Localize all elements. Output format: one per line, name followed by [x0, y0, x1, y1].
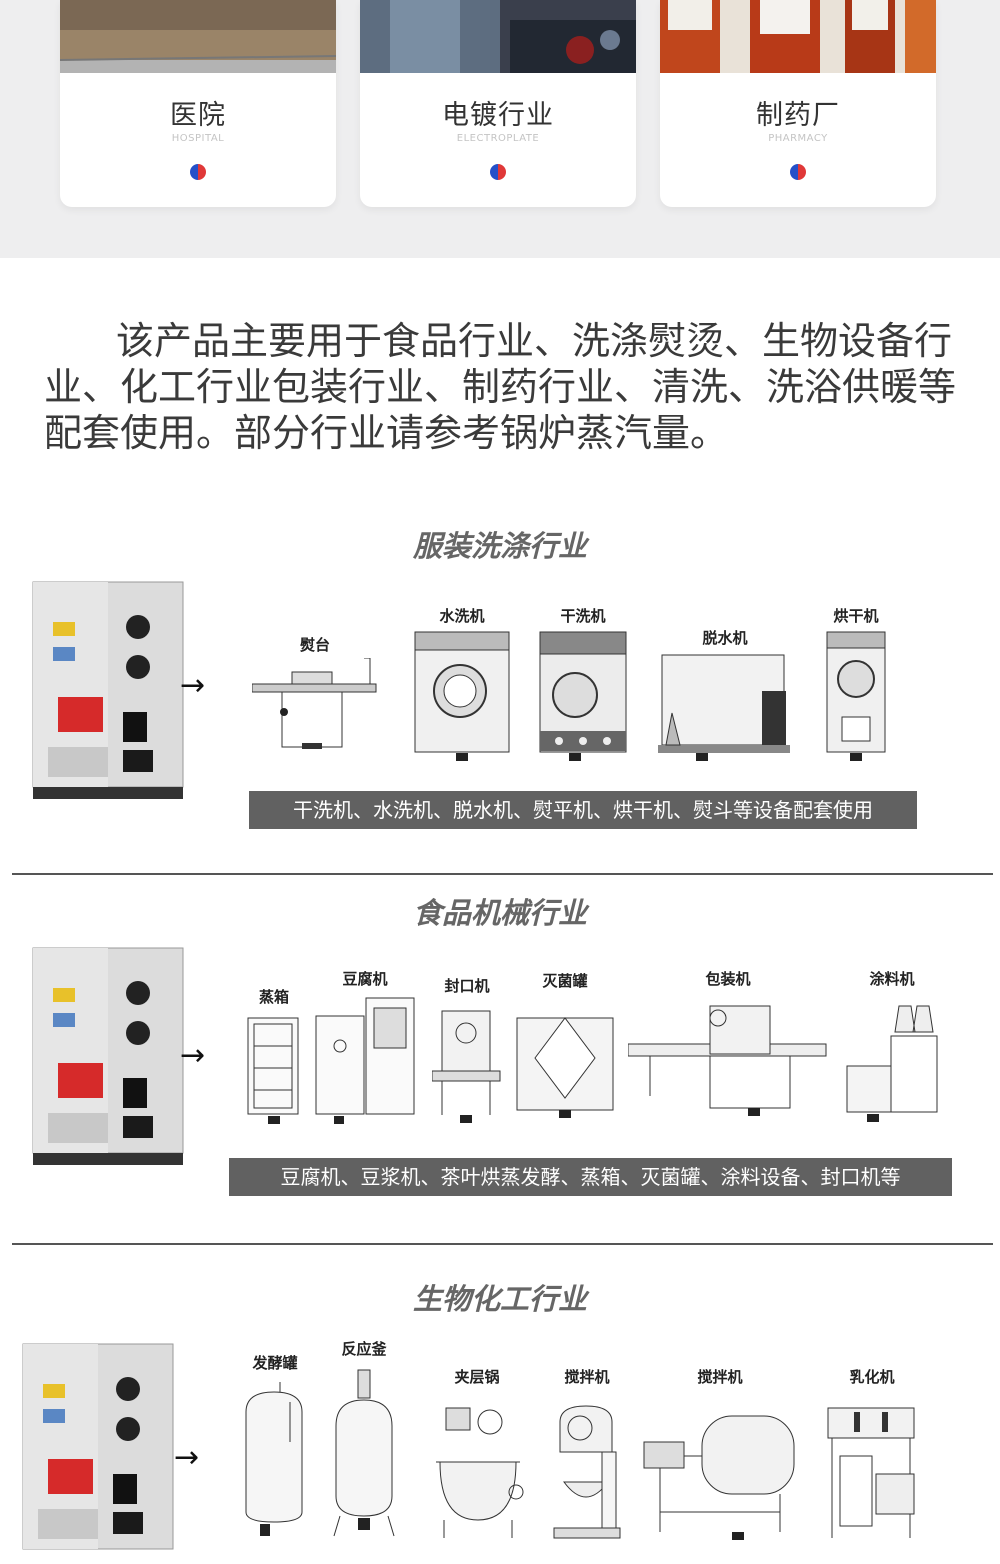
card-hospital[interactable]: 医院 HOSPITAL — [60, 0, 336, 207]
machine-horizontal-mixer: 搅拌机 — [640, 1366, 800, 1542]
machine-emulsifier: 乳化机 — [826, 1366, 918, 1542]
section-title-biochem: 生物化工行业 — [412, 1282, 587, 1316]
arrow-right-icon: → — [180, 668, 206, 703]
machine-label: 封口机 — [444, 977, 490, 995]
section-title-laundry: 服装洗涤行业 — [412, 529, 587, 563]
bicolor-dot-icon — [790, 164, 806, 180]
steam-boiler-image — [32, 947, 184, 1165]
coater-icon — [846, 1005, 938, 1122]
usage-banner: 豆腐机、豆浆机、茶叶烘蒸发酵、蒸箱、灭菌罐、涂料设备、封口机等 — [229, 1158, 952, 1196]
machine-label: 蒸箱 — [258, 988, 289, 1006]
machine-dry-cleaner: 干洗机 — [539, 605, 627, 763]
machine-extractor: 脱水机 — [658, 627, 792, 763]
card-subtitle: HOSPITAL — [171, 133, 225, 144]
horizontal-mixer-icon — [643, 1415, 795, 1540]
card-title: 电镀行业 — [442, 100, 554, 131]
card-subtitle: PHARMACY — [768, 133, 828, 144]
machine-tofu: 豆腐机 — [314, 968, 416, 1126]
machine-label: 包装机 — [705, 970, 751, 988]
arrow-right-icon: → — [180, 1038, 206, 1073]
machine-label: 涂料机 — [869, 970, 915, 988]
section-divider — [12, 1243, 993, 1245]
machine-label: 豆腐机 — [342, 970, 388, 988]
dry-cleaner-icon — [539, 631, 627, 761]
packer-icon — [628, 1005, 827, 1116]
machine-jacketed-kettle: 夹层锅 — [430, 1366, 524, 1542]
machine-coater: 涂料机 — [845, 968, 939, 1126]
dryer-icon — [826, 631, 886, 761]
machine-fermenter: 发酵罐 — [240, 1352, 310, 1542]
machine-label: 发酵罐 — [252, 1354, 298, 1372]
intro-paragraph: 该产品主要用于食品行业、洗涤熨烫、生物设备行业、化工行业包装行业、制药行业、清洗… — [44, 319, 957, 455]
machine-dryer: 烘干机 — [826, 605, 886, 763]
emulsifier-icon — [827, 1407, 915, 1538]
machine-label: 脱水机 — [702, 629, 748, 647]
machine-label: 反应釜 — [341, 1340, 387, 1358]
machine-reactor: 反应釜 — [330, 1338, 398, 1542]
machine-packer: 包装机 — [628, 968, 828, 1126]
washer-icon — [414, 631, 510, 761]
fermenter-icon — [245, 1382, 303, 1536]
mixer-icon — [553, 1405, 621, 1539]
card-title: 医院 — [170, 100, 226, 131]
machine-sealer: 封口机 — [432, 975, 502, 1126]
steamer-icon — [247, 1017, 299, 1124]
card-title: 制药厂 — [756, 100, 840, 131]
sterilizer-icon — [516, 1017, 614, 1118]
reactor-icon — [333, 1369, 395, 1537]
extractor-icon — [658, 654, 790, 761]
arrow-right-icon: → — [174, 1440, 200, 1475]
bicolor-dot-icon — [490, 164, 506, 180]
card-pharmacy[interactable]: 制药厂 PHARMACY — [660, 0, 936, 207]
steam-boiler-image — [22, 1343, 174, 1550]
usage-banner: 干洗机、水洗机、脱水机、熨平机、烘干机、熨斗等设备配套使用 — [249, 791, 917, 829]
machine-washer: 水洗机 — [414, 605, 510, 763]
machine-label: 烘干机 — [833, 607, 879, 625]
kettle-icon — [436, 1407, 524, 1538]
machine-label: 干洗机 — [560, 607, 606, 625]
hospital-photo — [60, 0, 336, 73]
industry-cards-panel: 医院 HOSPITAL 电镀行业 ELECTROPLATE 制药厂 PHARMA — [0, 0, 1000, 258]
bicolor-dot-icon — [190, 164, 206, 180]
card-subtitle: ELECTROPLATE — [456, 133, 540, 144]
machine-label: 搅拌机 — [564, 1368, 610, 1386]
ironing-table-icon — [252, 658, 377, 749]
machine-ironing-table: 熨台 — [252, 634, 378, 764]
machine-label: 搅拌机 — [697, 1368, 743, 1386]
machine-steamer: 蒸箱 — [246, 986, 302, 1126]
machine-sterilizer: 灭菌罐 — [515, 970, 615, 1126]
machine-label: 水洗机 — [439, 607, 485, 625]
card-electroplate[interactable]: 电镀行业 ELECTROPLATE — [360, 0, 636, 207]
machine-label: 灭菌罐 — [542, 972, 588, 990]
tofu-machine-icon — [315, 997, 415, 1124]
section-divider — [12, 873, 993, 875]
machine-label: 乳化机 — [849, 1368, 895, 1386]
machine-mixer: 搅拌机 — [550, 1366, 624, 1542]
electroplate-photo — [360, 0, 636, 73]
sealer-icon — [432, 1010, 501, 1123]
steam-boiler-image — [32, 581, 184, 799]
pharmacy-photo — [660, 0, 936, 73]
machine-label: 夹层锅 — [454, 1368, 500, 1386]
machine-label: 熨台 — [299, 636, 330, 654]
section-title-food: 食品机械行业 — [412, 896, 587, 930]
